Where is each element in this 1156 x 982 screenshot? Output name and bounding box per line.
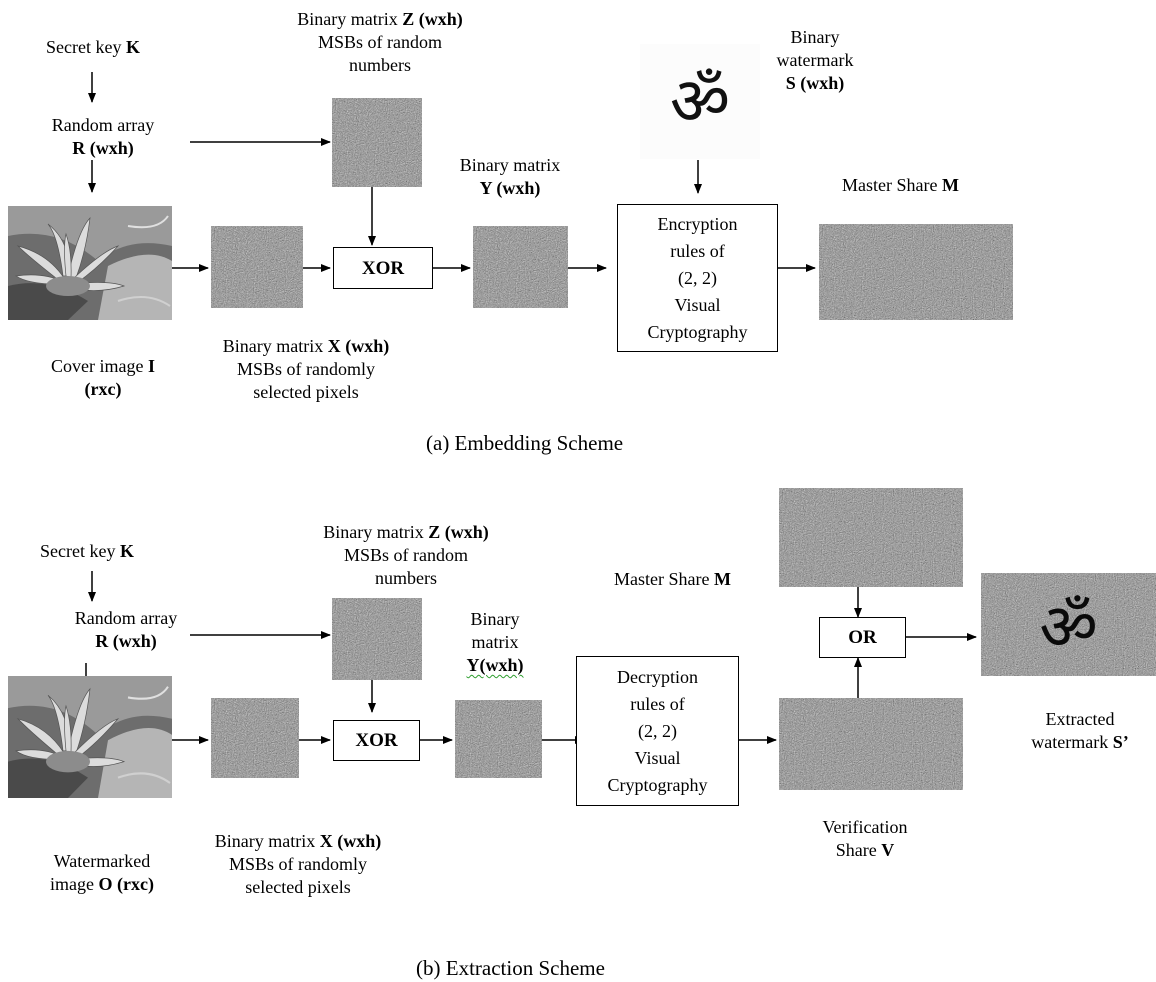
encryption-rules-box: Encryption rules of (2, 2) Visual Crypto… <box>617 204 778 352</box>
extracted-watermark-label: Extracted watermark S’ <box>1031 709 1129 752</box>
matrix-z-label-a: Binary matrix Z (wxh) MSBs of random num… <box>297 9 463 75</box>
matrix-z-noise-a <box>332 98 422 187</box>
matrix-x-noise-a <box>211 226 303 308</box>
matrix-z-label-b: Binary matrix Z (wxh) MSBs of random num… <box>323 522 489 588</box>
master-share-noise-a <box>819 224 1013 320</box>
matrix-y-label-a: Binary matrix Y (wxh) <box>459 155 561 198</box>
matrix-x-label-b: Binary matrix X (wxh) MSBs of randomly s… <box>214 831 382 897</box>
watermarked-image-label: Watermarked image O (rxc) <box>50 851 154 894</box>
decryption-rules-box: Decryption rules of (2, 2) Visual Crypto… <box>576 656 739 806</box>
matrix-y-noise-b <box>455 700 542 778</box>
matrix-y-noise-a <box>473 226 568 308</box>
matrix-y-label-b: Binary matrix Y(wxh) <box>466 609 524 675</box>
random-array-label-a: Random array R (wxh) <box>51 115 155 158</box>
caption-extraction-scheme: (b) Extraction Scheme <box>416 956 605 980</box>
matrix-z-noise-b <box>332 598 422 680</box>
matrix-x-noise-b <box>211 698 299 778</box>
master-share-label-b: Master Share M <box>614 569 731 589</box>
random-array-label-b: Random array R (wxh) <box>74 608 178 651</box>
caption-embedding-scheme: (a) Embedding Scheme <box>426 431 624 455</box>
verification-share-noise <box>779 698 963 790</box>
secret-key-label-a: Secret key K <box>46 37 140 57</box>
cover-image-label-a: Cover image I (rxc) <box>51 356 155 399</box>
xor-box-a: XOR <box>333 247 433 289</box>
matrix-x-label-a: Binary matrix X (wxh) MSBs of randomly s… <box>222 336 390 402</box>
watermarked-image-flower <box>8 676 172 798</box>
verification-share-label: Verification Share V <box>822 817 908 860</box>
secret-key-label-b: Secret key K <box>40 541 134 561</box>
xor-box-b: XOR <box>333 720 420 761</box>
binary-watermark-label-a: Binary watermark S (wxh) <box>776 27 854 93</box>
binary-watermark-image-a: ॐ <box>640 44 760 159</box>
master-share-noise-b <box>779 488 963 587</box>
master-share-label-a: Master Share M <box>842 175 959 195</box>
or-box: OR <box>819 617 906 658</box>
cover-image-flower <box>8 206 172 320</box>
extracted-watermark-image: ॐ <box>981 573 1156 676</box>
